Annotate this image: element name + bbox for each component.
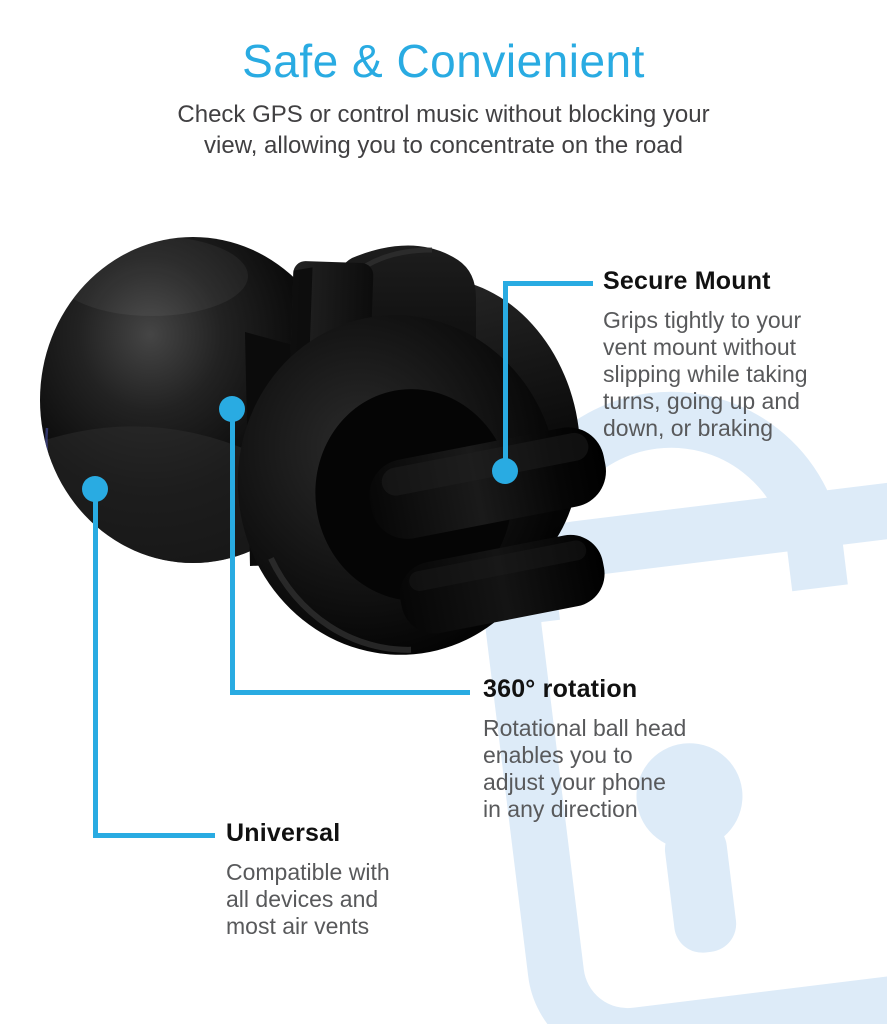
secure-mount-point-dot [492, 458, 518, 484]
callout-secure-mount-title: Secure Mount [603, 267, 771, 295]
callout-rotation-title: 360° rotation [483, 675, 638, 703]
secure-mount-line-horizontal [503, 281, 593, 286]
universal-line-vertical [93, 489, 98, 838]
callout-universal-body: Compatible with all devices and most air… [226, 859, 390, 939]
padlock-keyhole [636, 743, 743, 953]
callout-secure-mount: Secure Mount Grips tightly to your vent … [603, 266, 853, 442]
rotation-point-dot [219, 396, 245, 422]
rotation-line-vertical [230, 409, 235, 695]
page-subtitle: Check GPS or control music without block… [177, 101, 710, 159]
page-title: Safe & Convienient [242, 35, 645, 87]
callout-rotation: 360° rotation Rotational ball head enabl… [483, 674, 743, 823]
universal-point-dot [82, 476, 108, 502]
vent-clip [369, 427, 606, 634]
callout-universal: Universal Compatible with all devices an… [226, 818, 456, 940]
rotation-line-horizontal [230, 690, 470, 695]
callout-secure-mount-body: Grips tightly to your vent mount without… [603, 307, 808, 441]
callout-rotation-body: Rotational ball head enables you to adju… [483, 715, 687, 822]
padlock-body [485, 460, 887, 1024]
universal-line-horizontal [93, 833, 215, 838]
callout-universal-title: Universal [226, 819, 341, 847]
clip-prong-top [369, 427, 606, 539]
clip-prong-bottom [400, 534, 605, 634]
secure-mount-line-vertical [503, 281, 508, 471]
